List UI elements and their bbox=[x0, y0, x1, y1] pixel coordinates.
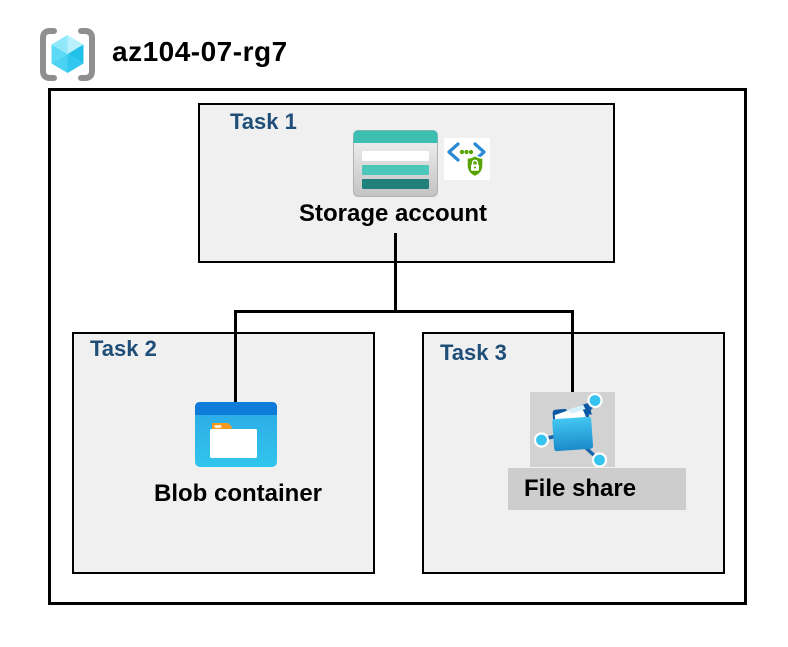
connector-to-blob-container bbox=[234, 310, 237, 404]
blob-container-icon bbox=[195, 402, 277, 467]
file-share-label-band: File share bbox=[508, 468, 686, 510]
file-share-icon bbox=[530, 392, 615, 467]
task3-label: Task 3 bbox=[440, 340, 507, 365]
storage-account-label: Storage account bbox=[298, 200, 488, 227]
resource-group-icon bbox=[40, 28, 95, 81]
connector-horizontal bbox=[234, 310, 574, 313]
task1-label: Task 1 bbox=[230, 109, 297, 134]
connector-storage-stem bbox=[394, 233, 397, 312]
storage-account-icon bbox=[353, 130, 438, 197]
task2-label: Task 2 bbox=[90, 336, 157, 361]
connector-to-file-share bbox=[571, 310, 574, 394]
secure-endpoint-icon bbox=[444, 138, 490, 180]
blob-container-label: Blob container bbox=[153, 480, 323, 507]
resource-group-name: az104-07-rg7 bbox=[112, 36, 288, 67]
file-share-label: File share bbox=[524, 475, 637, 502]
